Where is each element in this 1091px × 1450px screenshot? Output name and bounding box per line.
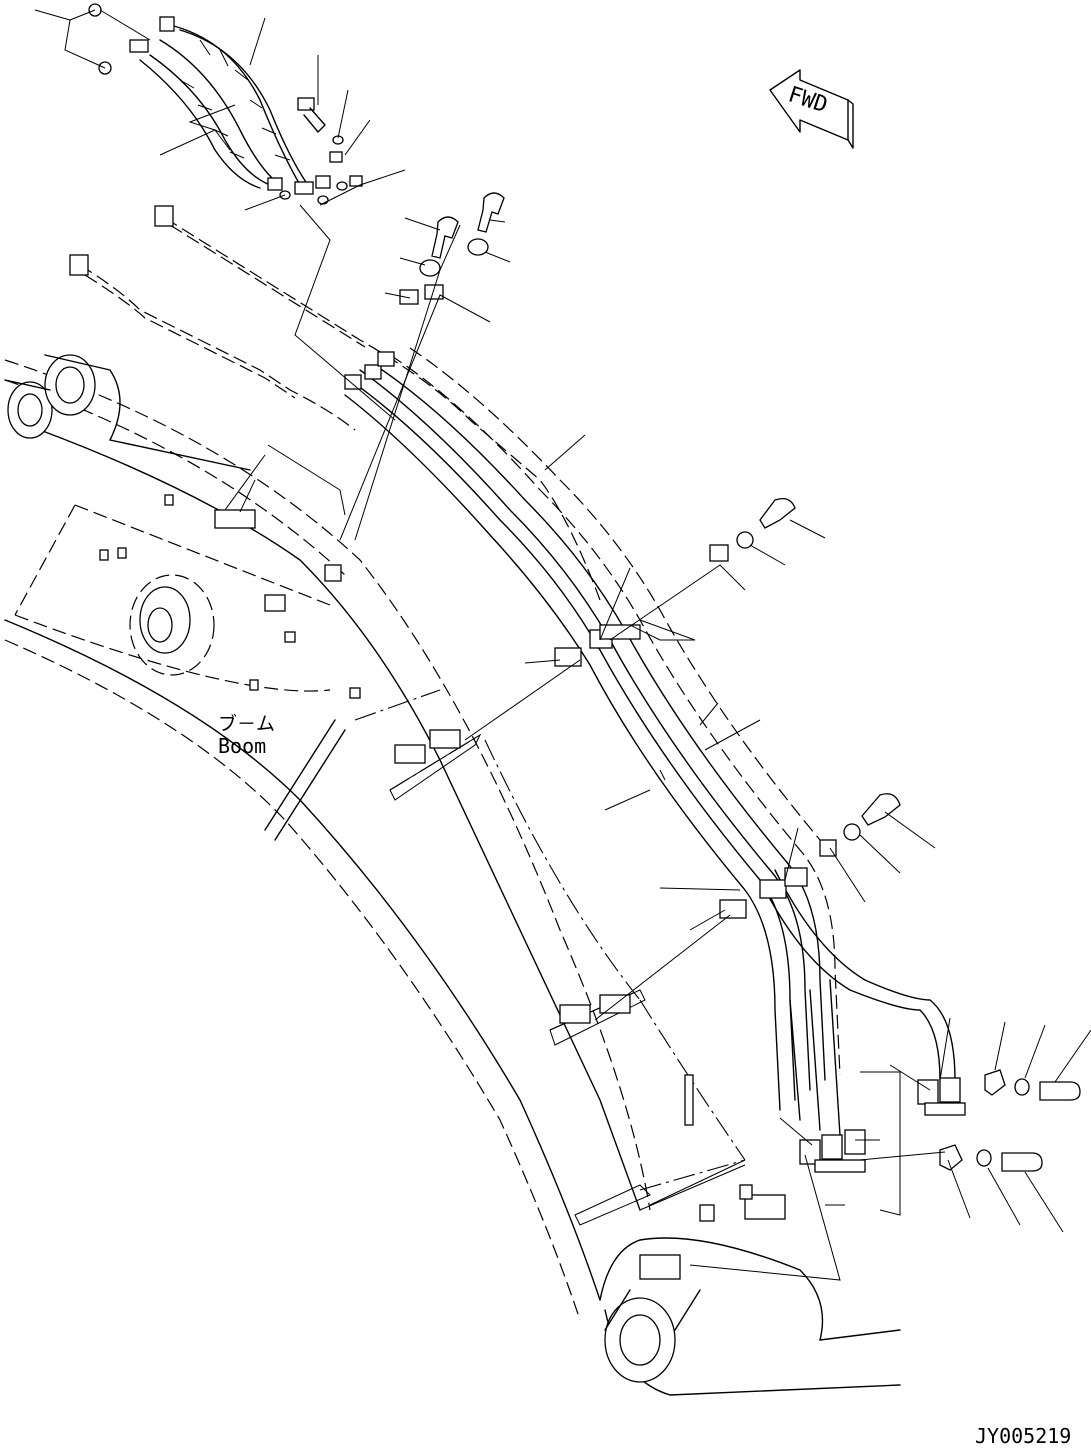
long-pipes [69,205,956,1136]
bolt-icon [1001,1152,1043,1172]
clamp-icon [719,899,747,919]
clamp-set-middle [554,497,796,667]
washer-icon [976,1149,992,1167]
bolt-icon [759,497,796,529]
boom-label-jp: ブ－ム [218,712,275,735]
clamp-set-upper [399,192,505,305]
clamp-icon [424,284,444,300]
lower-fittings [799,1069,1081,1173]
washer-icon [843,823,861,841]
hose-fitting-icon [939,1077,961,1103]
o-ring-icon [317,195,329,205]
clamp-set-lower [719,793,901,919]
bolt-icon [1039,1081,1081,1101]
washer-icon [467,238,489,256]
clamp-icon [784,867,808,887]
clamp-icon [554,647,582,667]
washer-icon [736,531,754,549]
clamp-icon [399,289,419,305]
bolt-icon [297,97,315,111]
hose-fitting-icon [844,1129,866,1155]
boom-label-en: Boom [218,734,266,758]
hose-fitting-icon [799,1139,821,1165]
washer-icon [1014,1078,1030,1096]
upper-hoses [129,16,331,195]
hose-fitting-icon [821,1134,843,1160]
drawing-number: JY005219 [975,1424,1071,1448]
o-ring-icon [336,181,348,191]
hose-fitting-icon [917,1079,939,1105]
clamp-icon [709,544,729,562]
leader-lines [34,9,1091,1281]
boom-cylinder-boss [99,494,259,691]
bolt-icon [431,216,459,259]
bolt-icon [477,192,505,233]
boom-brackets [214,509,786,1280]
clamp-icon [759,879,787,899]
fwd-arrow-icon: FWD [769,69,854,149]
bolt-icon [861,793,901,826]
washer-icon [419,259,441,277]
clamp-icon [984,1069,1006,1096]
boom-foot-pin [4,354,251,471]
boom-body [4,359,901,1396]
fwd-label: FWD [785,82,831,118]
plug-parts [297,97,363,187]
arm-pin-end [604,1289,701,1383]
clamp-icon [939,1144,963,1171]
